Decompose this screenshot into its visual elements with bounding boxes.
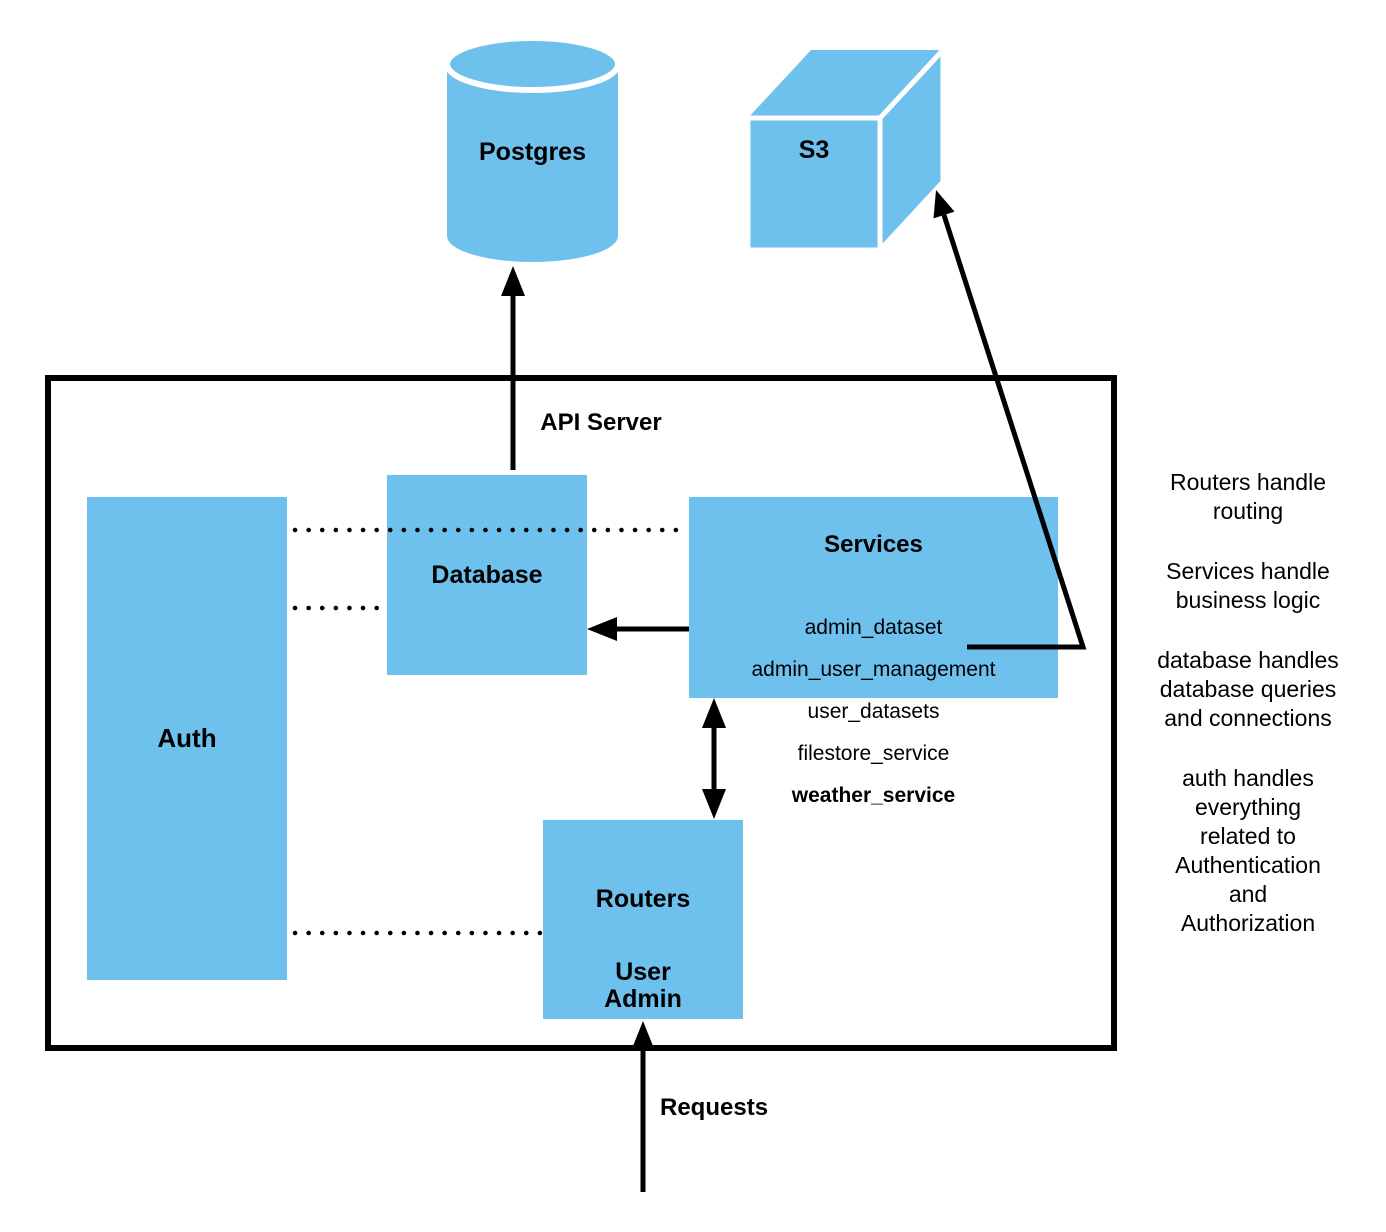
postgres-label: Postgres — [479, 138, 586, 166]
arrow-services-to-database — [587, 617, 689, 641]
s3-label: S3 — [798, 136, 830, 164]
note-routers: Routers handle routing — [1170, 469, 1326, 524]
services-item: admin_dataset — [804, 616, 943, 639]
requests-label: Requests — [660, 1094, 769, 1121]
arrow-requests-to-routers — [631, 1021, 655, 1192]
services-item-list: admin_dataset admin_user_management user… — [689, 598, 1058, 826]
note-services: Services handle business logic — [1166, 558, 1330, 613]
side-notes: Routers handle routing Services handle b… — [1128, 468, 1368, 969]
services-item: filestore_service — [797, 742, 950, 765]
routers-label-group: Routers User Admin — [543, 820, 743, 1031]
arrow-database-to-postgres — [501, 266, 525, 470]
services-item: user_datasets — [807, 700, 940, 723]
api-server-label: API Server — [540, 409, 662, 436]
note-database: database handles database queries and co… — [1157, 647, 1339, 731]
services-title: Services — [824, 531, 923, 558]
services-item-emphasized: weather_service — [791, 784, 956, 807]
services-item: admin_user_management — [751, 658, 996, 681]
auth-label: Auth — [157, 723, 217, 753]
services-label-group: Services admin_dataset admin_user_manage… — [689, 497, 1058, 844]
routers-sublabel: User Admin — [604, 958, 682, 1013]
routers-label: Routers — [595, 885, 691, 913]
note-auth: auth handles everything related to Authe… — [1175, 765, 1321, 936]
database-label: Database — [431, 560, 543, 589]
